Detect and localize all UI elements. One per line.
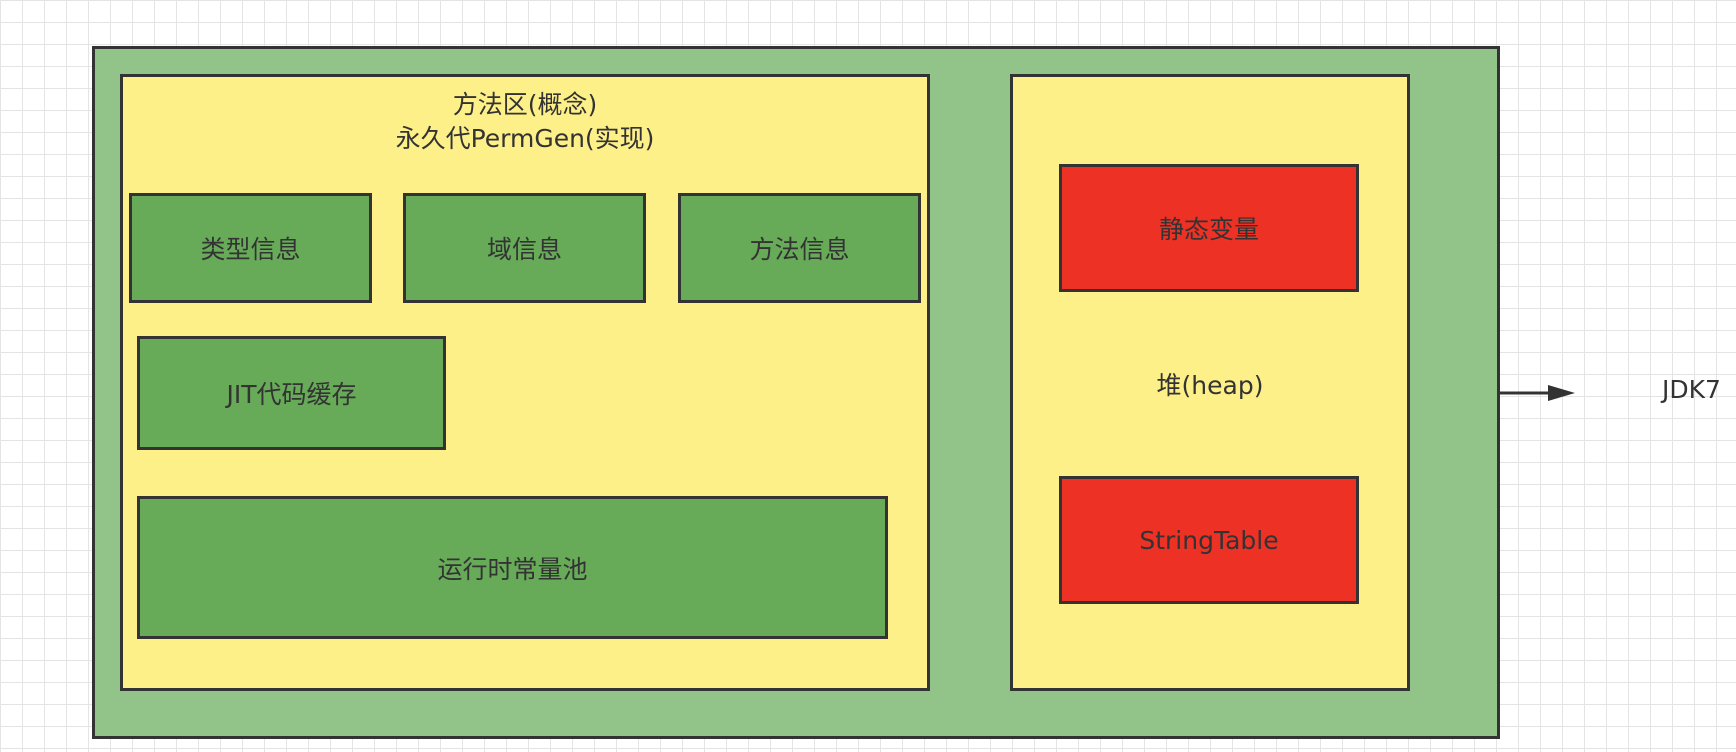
jit-code-cache-block: JIT代码缓存 [137,336,446,450]
string-table-block: StringTable [1059,476,1359,604]
arrow-connector [1497,385,1575,401]
method-info-block: 方法信息 [678,193,921,303]
static-variables-block: 静态变量 [1059,164,1359,292]
jdk-version-label: JDK7 [1662,375,1721,404]
method-area-title-line2: 永久代PermGen(实现) [395,124,655,153]
runtime-constant-pool-block: 运行时常量池 [137,496,888,639]
type-info-block: 类型信息 [129,193,372,303]
heap-label: 堆(heap) [1156,371,1264,400]
arrow-head [1548,385,1575,401]
field-info-block: 域信息 [403,193,646,303]
method-area-title-line1: 方法区(概念) [452,90,598,119]
method-area-title: 方法区(概念) 永久代PermGen(实现) [120,88,930,156]
